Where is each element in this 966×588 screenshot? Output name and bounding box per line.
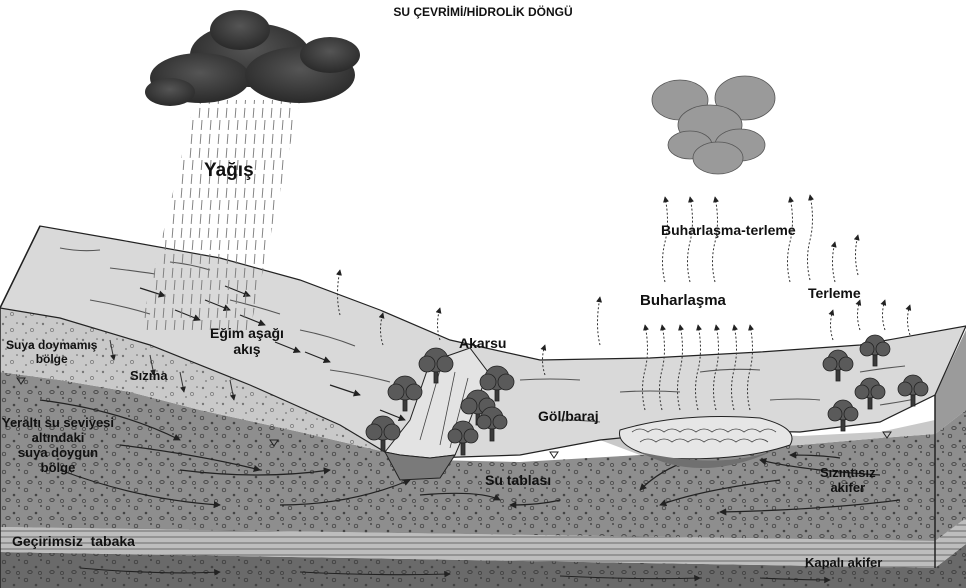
rain-cloud bbox=[145, 10, 360, 106]
label-evaporation: Buharlaşma bbox=[640, 292, 726, 309]
label-impermeable-layer: Geçirimsiz tabaka bbox=[12, 533, 135, 549]
label-unsaturated-zone: Suya doymamış bölge bbox=[6, 338, 98, 366]
label-lake: Göl/baraj bbox=[538, 408, 599, 424]
label-confined-aquifer: Kapalı akifer bbox=[805, 555, 883, 570]
label-infiltration: Sızma bbox=[130, 368, 168, 383]
label-water-table: Su tablası bbox=[485, 472, 552, 488]
label-transpiration: Terleme bbox=[808, 285, 861, 301]
transpiration-trees bbox=[822, 334, 929, 432]
label-saturated-zone: Yeraltı su seviyesi altındaki suya doygu… bbox=[2, 415, 115, 475]
label-evapotranspiration: Buharlaşma-terleme bbox=[661, 222, 796, 238]
label-stream: Akarsu bbox=[459, 335, 507, 351]
rain-shower bbox=[140, 100, 300, 330]
stream-trees bbox=[365, 347, 515, 456]
label-runoff: Eğim aşağı akış bbox=[210, 325, 284, 358]
label-precipitation: Yağış bbox=[204, 160, 254, 181]
label-unconfined-aquifer: Sızıntısız akifer bbox=[820, 465, 876, 495]
evaporation-cloud bbox=[651, 75, 776, 175]
diagram-title: SU ÇEVRİMİ/HİDROLİK DÖNGÜ bbox=[393, 5, 573, 19]
